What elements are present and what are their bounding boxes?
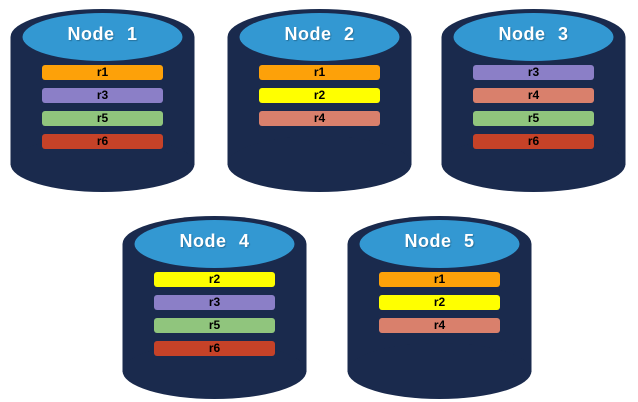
node-label: Node 4 bbox=[179, 231, 250, 251]
record-bar-r6: r6 bbox=[42, 134, 163, 149]
node-label: Node 5 bbox=[404, 231, 475, 251]
record-list: r1 r2 r4 bbox=[379, 272, 500, 341]
record-bar-r1: r1 bbox=[379, 272, 500, 287]
record-bar-r3: r3 bbox=[473, 65, 594, 80]
record-bar-r3: r3 bbox=[42, 88, 163, 103]
record-bar-r1: r1 bbox=[259, 65, 380, 80]
record-bar-label: r1 bbox=[313, 65, 326, 79]
record-bar-label: r3 bbox=[527, 65, 540, 79]
record-list: r3 r4 r5 r6 bbox=[473, 65, 594, 157]
node-label: Node 2 bbox=[284, 24, 355, 44]
record-bar-label: r5 bbox=[96, 111, 109, 125]
database-node-5: Node 5 r1 r2 r4 bbox=[347, 215, 532, 400]
record-bar-label: r3 bbox=[96, 88, 109, 102]
record-bar-r4: r4 bbox=[379, 318, 500, 333]
record-bar-label: r5 bbox=[527, 111, 540, 125]
record-bar-r1: r1 bbox=[42, 65, 163, 80]
database-node-3: Node 3 r3 r4 r5 r6 bbox=[441, 8, 626, 193]
record-bar-label: r4 bbox=[313, 111, 326, 125]
record-bar-r5: r5 bbox=[154, 318, 275, 333]
record-list: r1 r3 r5 r6 bbox=[42, 65, 163, 157]
record-bar-label: r2 bbox=[433, 295, 446, 309]
record-list: r1 r2 r4 bbox=[259, 65, 380, 134]
database-node-1: Node 1 r1 r3 r5 r6 bbox=[10, 8, 195, 193]
node-label: Node 1 bbox=[67, 24, 138, 44]
record-bar-label: r2 bbox=[313, 88, 326, 102]
record-bar-label: r1 bbox=[433, 272, 446, 286]
record-bar-r4: r4 bbox=[473, 88, 594, 103]
record-bar-label: r4 bbox=[433, 318, 446, 332]
record-bar-label: r5 bbox=[208, 318, 221, 332]
record-bar-r2: r2 bbox=[379, 295, 500, 310]
record-bar-label: r3 bbox=[208, 295, 221, 309]
database-cylinder-icon bbox=[347, 216, 532, 399]
database-node-2: Node 2 r1 r2 r4 bbox=[227, 8, 412, 193]
database-node-4: Node 4 r2 r3 r5 r6 bbox=[122, 215, 307, 400]
record-bar-label: r4 bbox=[527, 88, 540, 102]
record-bar-r5: r5 bbox=[42, 111, 163, 126]
record-bar-r5: r5 bbox=[473, 111, 594, 126]
record-bar-r6: r6 bbox=[473, 134, 594, 149]
database-cylinder-icon bbox=[441, 9, 626, 192]
record-bar-label: r6 bbox=[96, 134, 109, 148]
record-bar-label: r1 bbox=[96, 65, 109, 79]
node-label: Node 3 bbox=[498, 24, 569, 44]
database-cylinder-icon bbox=[122, 216, 307, 399]
record-bar-r6: r6 bbox=[154, 341, 275, 356]
record-bar-r2: r2 bbox=[259, 88, 380, 103]
record-list: r2 r3 r5 r6 bbox=[154, 272, 275, 364]
record-bar-label: r2 bbox=[208, 272, 221, 286]
record-bar-r2: r2 bbox=[154, 272, 275, 287]
record-bar-label: r6 bbox=[208, 341, 221, 355]
record-bar-r3: r3 bbox=[154, 295, 275, 310]
record-bar-label: r6 bbox=[527, 134, 540, 148]
record-bar-r4: r4 bbox=[259, 111, 380, 126]
